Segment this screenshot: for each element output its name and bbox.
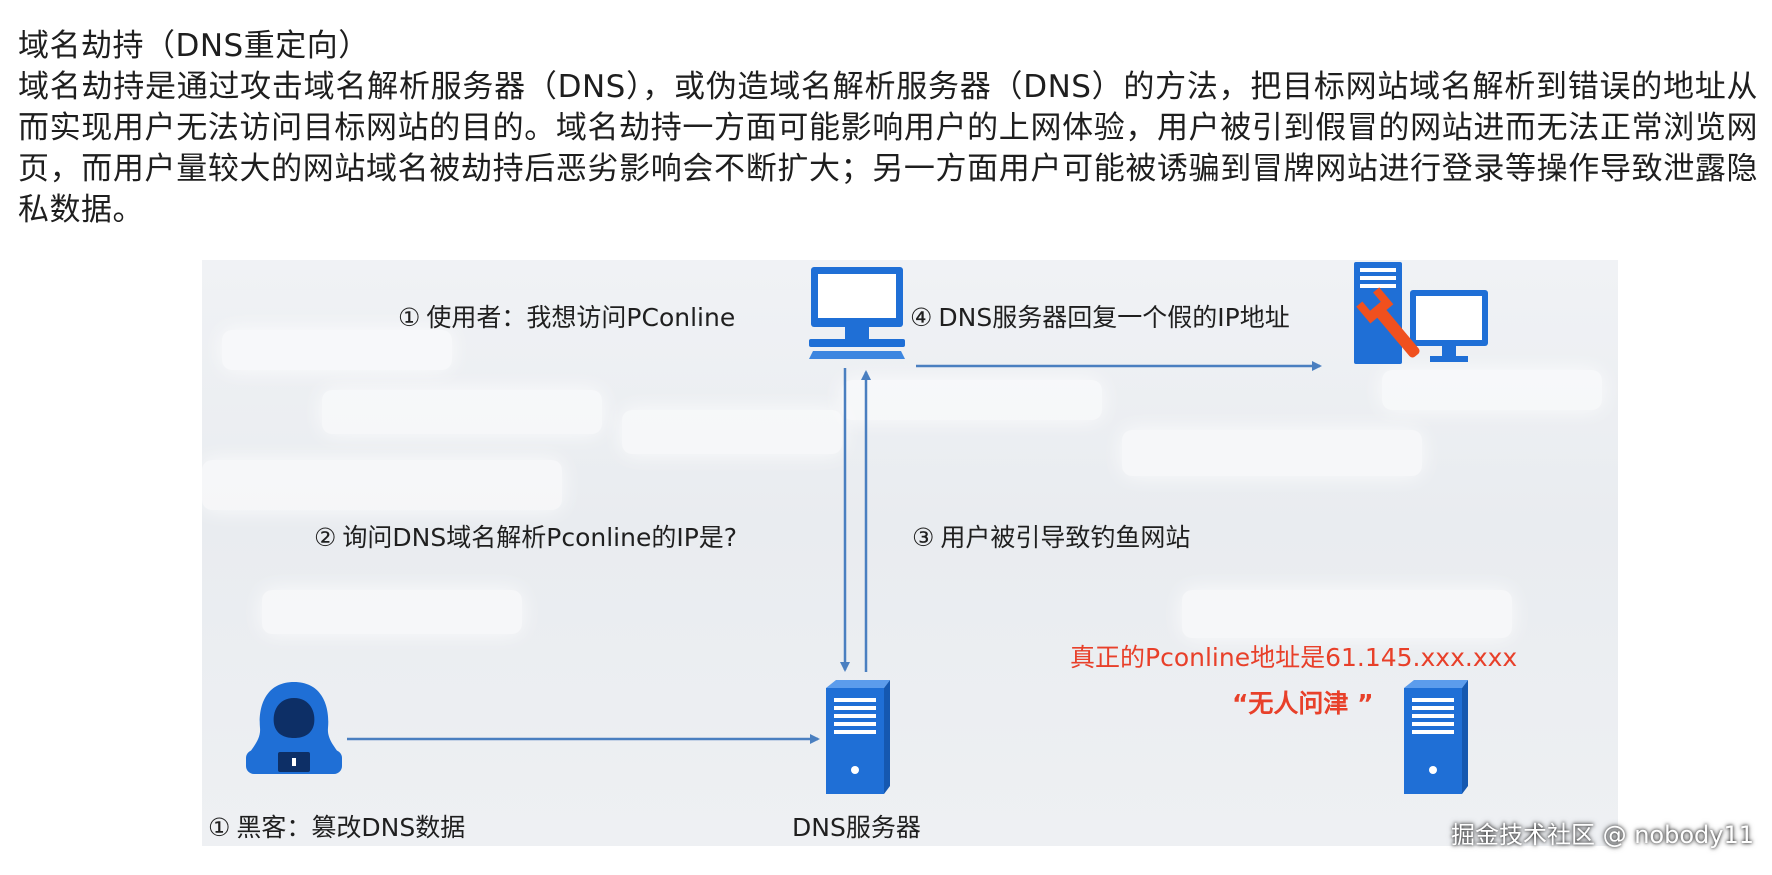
dns-server-label: DNS服务器 xyxy=(792,813,921,842)
article-title: 域名劫持（DNS重定向） xyxy=(18,28,370,64)
unvisited-label: “无人问津 ” xyxy=(1232,689,1374,718)
watermark: 掘金技术社区 @ nobody11 xyxy=(1450,821,1754,849)
real-server-icon xyxy=(1404,680,1468,794)
hacker-icon xyxy=(246,682,342,774)
real-address-label: 真正的Pconline地址是61.145.xxx.xxx xyxy=(1070,643,1518,672)
computer-icon xyxy=(809,267,905,359)
text-block: 域名劫持（DNS重定向） 域名劫持是通过攻击域名解析服务器（DNS），或伪造域名… xyxy=(18,26,1758,231)
dns-server-icon xyxy=(826,680,890,794)
article-paragraph: 域名劫持是通过攻击域名解析服务器（DNS），或伪造域名解析服务器（DNS）的方法… xyxy=(18,69,1758,228)
fake-server-icon xyxy=(1354,262,1488,364)
flow-arrows xyxy=(347,361,1322,744)
